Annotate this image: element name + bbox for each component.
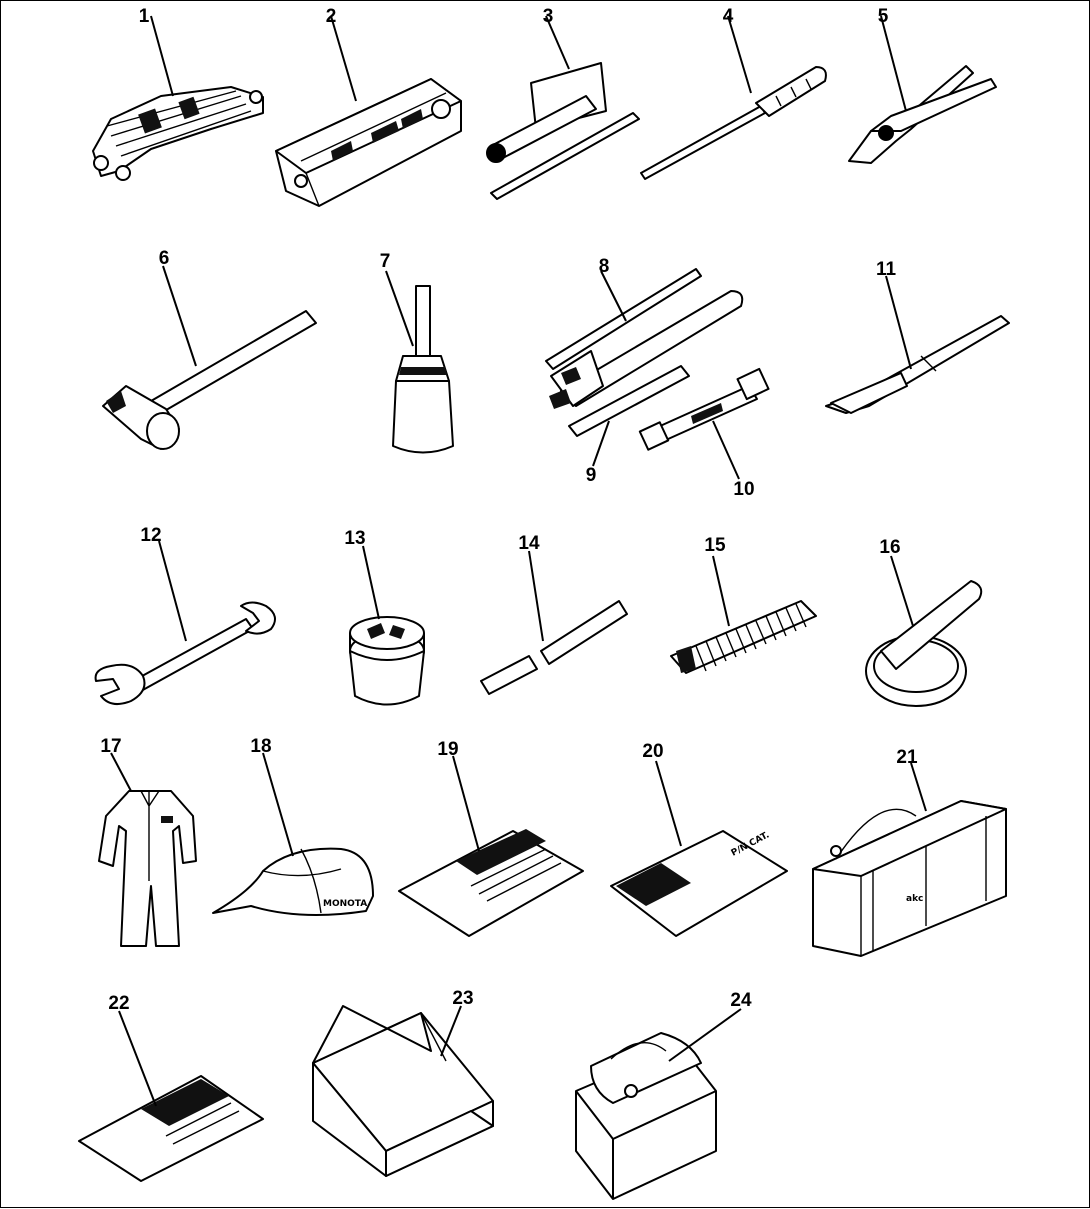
part-label-15: 15 — [704, 535, 726, 556]
open-end-wrench-drawing — [94, 540, 276, 706]
leader-18 — [262, 752, 294, 857]
leader-15 — [712, 555, 730, 627]
parts-book-drawing: P/N CAT. — [610, 760, 788, 937]
leader-20 — [655, 760, 682, 847]
leader-2 — [330, 15, 357, 102]
leader-8 — [600, 270, 627, 322]
leader-17 — [110, 752, 132, 792]
svg-text:akc: akc — [906, 894, 923, 904]
hammer-drawing — [102, 265, 317, 450]
part-label-11: 11 — [876, 259, 897, 280]
wrench-set-drawing — [92, 15, 264, 181]
part-label-6: 6 — [159, 248, 170, 269]
pins-drawing — [480, 550, 628, 695]
part-label-21: 21 — [896, 747, 918, 768]
grease-gun-drawing — [545, 268, 744, 409]
leader-6 — [162, 265, 197, 367]
part-label-7: 7 — [380, 251, 391, 272]
part-label-16: 16 — [879, 537, 900, 558]
part-label-1: 1 — [139, 6, 150, 27]
part-label-14: 14 — [518, 533, 540, 554]
socket-set-case-drawing — [275, 15, 462, 207]
part-label-17: 17 — [100, 736, 121, 757]
part-label-13: 13 — [344, 528, 365, 549]
pliers-drawing — [848, 15, 997, 164]
nozzle-coupler-drawing — [638, 367, 770, 480]
cap-drawing: MONOTA — [212, 752, 374, 916]
leader-11 — [885, 275, 912, 370]
part-label-9: 9 — [586, 465, 597, 486]
part-label-18: 18 — [250, 736, 271, 757]
leader-9 — [592, 420, 610, 467]
part-label-20: 20 — [642, 741, 663, 762]
part-label-23: 23 — [452, 988, 473, 1009]
leader-4 — [727, 15, 752, 94]
part-label-24: 24 — [730, 990, 752, 1011]
part-label-22: 22 — [108, 993, 129, 1014]
part-label-10: 10 — [733, 479, 754, 500]
tool-bag-drawing: akc — [812, 762, 1007, 957]
leader-7 — [385, 270, 414, 347]
leader-1 — [150, 15, 174, 97]
scraper-drawing — [825, 275, 1010, 414]
socket-drawing — [349, 545, 425, 706]
filter-wrench-drawing — [865, 555, 983, 707]
screwdriver-bits-drawing — [486, 15, 640, 200]
part-label-3: 3 — [543, 6, 554, 27]
part-label-4: 4 — [723, 6, 734, 27]
leader-10 — [712, 420, 740, 480]
document-drawing — [78, 1010, 264, 1182]
leader-21 — [910, 762, 927, 812]
part-label-8: 8 — [599, 256, 610, 277]
tool-box-drawing — [575, 1008, 742, 1200]
leader-16 — [890, 555, 914, 627]
leader-3 — [545, 15, 570, 70]
extension-tube-drawing — [568, 365, 690, 467]
part-label-19: 19 — [437, 739, 458, 760]
carton-box-drawing — [312, 1005, 494, 1177]
leader-24 — [668, 1008, 742, 1062]
spring-drawing — [670, 555, 817, 674]
svg-text:MONOTA: MONOTA — [323, 899, 367, 909]
manual-booklet-drawing — [398, 755, 584, 937]
screwdriver-drawing — [640, 15, 827, 180]
leader-19 — [452, 755, 480, 852]
leader-5 — [880, 15, 907, 112]
leader-23 — [440, 1005, 462, 1057]
leader-14 — [528, 550, 544, 642]
oil-can-drawing — [385, 270, 454, 454]
leader-13 — [362, 545, 380, 620]
leader-22 — [118, 1010, 157, 1107]
leader-12 — [158, 540, 187, 642]
part-label-5: 5 — [878, 6, 889, 27]
part-label-12: 12 — [140, 525, 161, 546]
coveralls-drawing — [98, 752, 197, 947]
part-label-2: 2 — [326, 6, 337, 27]
